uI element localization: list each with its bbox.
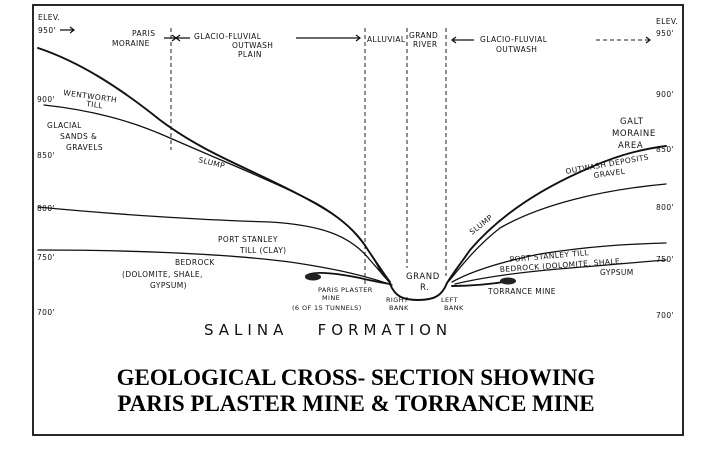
till-top-left (37, 206, 392, 285)
zone-boundaries (170, 28, 447, 284)
zone-grand-river-l2: RIVER (413, 40, 438, 49)
label-paris-mine-l1: PARIS PLASTER (318, 286, 373, 294)
bedrock-top-right (454, 259, 667, 285)
zone-paris-moraine-l2: MORAINE (112, 39, 150, 48)
figure-caption: GEOLOGICAL CROSS- SECTION SHOWING PARIS … (117, 365, 596, 416)
outwash-base-right (448, 183, 667, 282)
figure-border (32, 4, 684, 436)
till-top-right (451, 242, 667, 283)
label-glacial-l1: GLACIAL (47, 121, 82, 130)
left-tick-850: 850' (37, 151, 55, 160)
label-bedrock-left-l1: BEDROCK (175, 258, 215, 267)
left-elev-top: 950' (38, 26, 56, 35)
label-right-bank-l1: RIGHT (386, 296, 408, 304)
label-galt-l1: GALT (620, 117, 644, 127)
outwash-right-arrow-start (451, 36, 474, 44)
torrance-mine-adit (500, 277, 516, 285)
caption-line-2: PARIS PLASTER MINE & TORRANCE MINE (117, 391, 594, 416)
left-elev-header: ELEV. (38, 13, 60, 22)
right-tick-800: 800' (656, 203, 674, 212)
label-left-bank-l2: BANK (444, 304, 464, 312)
caption-line-1: GEOLOGICAL CROSS- SECTION SHOWING (117, 365, 596, 390)
right-tick-700: 700' (656, 311, 674, 320)
paris-plaster-mine-shape (305, 271, 391, 285)
left-tick-800: 800' (37, 204, 55, 213)
label-right-bank-l2: BANK (389, 304, 409, 312)
outwash-left-arrow-end (296, 34, 361, 42)
label-salina-formation: SALINA FORMATION (204, 321, 452, 339)
label-bedrock-right-l2: GYPSUM (600, 268, 634, 277)
label-tunnels-note: (6 OF 15 TUNNELS) (292, 304, 362, 312)
label-galt-l3: AREA (618, 141, 643, 151)
left-tick-750: 750' (37, 253, 55, 262)
stratigraphy-lines (37, 47, 667, 301)
river-channel (389, 282, 448, 301)
paris-mine-adit (305, 273, 321, 281)
left-elevation-axis: ELEV. 950' 900' 850' 800' 750' 700' (37, 13, 75, 317)
outwash-right-arrowhead (645, 36, 651, 44)
paris-mine-tunnel (305, 271, 391, 285)
label-bedrock-left-l3: GYPSUM) (150, 281, 187, 290)
bedrock-top-left (37, 249, 393, 286)
zone-paris-moraine-l1: PARIS (132, 29, 155, 38)
zone-right-outwash-l1: GLACIO-FLUVIAL (480, 35, 548, 44)
label-torrance-mine: TORRANCE MINE (487, 287, 556, 296)
left-tick-900: 900' (37, 95, 55, 104)
surface-right (446, 145, 667, 284)
label-port-stanley-left-l2: TILL (CLAY) (239, 246, 287, 255)
left-elev-arrow (60, 26, 75, 34)
label-glacial-l2: SANDS & (60, 132, 97, 141)
zone-left-outwash-l2: OUTWASH (232, 41, 273, 50)
label-paris-mine-l2: MINE (322, 294, 340, 302)
zone-left-outwash-l1: GLACIO-FLUVIAL (194, 32, 262, 41)
torrance-mine-shape (451, 277, 516, 287)
outwash-left-arrow-start (175, 34, 190, 42)
label-grand-river-l2: R. (420, 283, 430, 293)
label-bedrock-left-l2: (DOLOMITE, SHALE, (122, 270, 203, 279)
left-tick-700: 700' (37, 308, 55, 317)
right-elev-header: ELEV. (656, 17, 678, 26)
zone-alluvial: ALLUVIAL (367, 35, 406, 44)
label-left-bank-l1: LEFT (441, 296, 458, 304)
label-galt-l2: MORAINE (612, 129, 656, 139)
zone-right-outwash-l2: OUTWASH (496, 45, 537, 54)
label-wentworth-l2: TILL (85, 99, 104, 110)
right-tick-900: 900' (656, 90, 674, 99)
sands-top-left (43, 104, 391, 284)
zone-headers: PARIS MORAINE GLACIO-FLUVIAL OUTWASH PLA… (112, 29, 651, 59)
right-tick-850: 850' (656, 145, 674, 154)
zone-grand-river-l1: GRAND (409, 31, 438, 40)
label-glacial-l3: GRAVELS (66, 143, 103, 152)
label-grand-river-l1: GRAND (406, 272, 440, 282)
right-elev-top: 950' (656, 29, 674, 38)
label-port-stanley-left-l1: PORT STANLEY (218, 235, 278, 244)
label-outwash-deposits-l2: GRAVEL (593, 167, 626, 180)
zone-left-outwash-l3: PLAIN (238, 50, 262, 59)
